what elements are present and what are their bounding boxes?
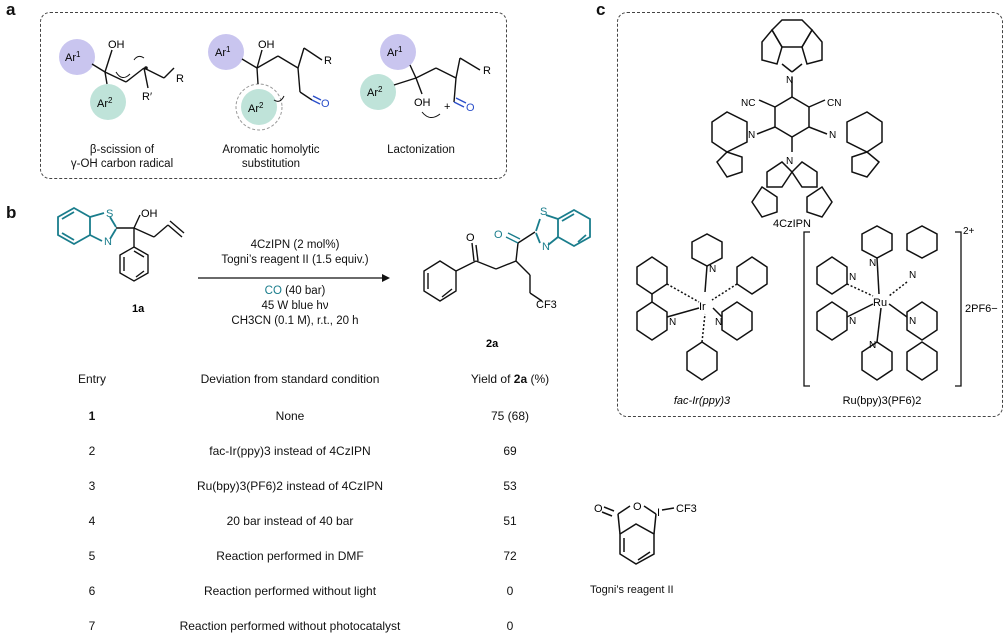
svg-text:Ir: Ir	[699, 301, 706, 313]
svg-text:Ru: Ru	[873, 297, 887, 309]
table-row: 3 Ru(bpy)3(PF6)2 instead of 4CzIPN 53	[88, 479, 517, 493]
svg-text:R: R	[324, 55, 332, 67]
results-table: Entry Deviation from standard condition …	[0, 372, 600, 638]
svg-text:N: N	[786, 75, 793, 86]
panel-a-box	[40, 12, 507, 179]
svg-text:N: N	[542, 241, 550, 253]
header-entry: Entry	[77, 372, 106, 386]
panel-c-structures: N NC CN N N N 4CzIPN Ir N N N fac-Ir(ppy…	[636, 19, 998, 407]
svg-text:OH: OH	[141, 208, 158, 220]
svg-text:R: R	[483, 65, 491, 77]
substrate-label: 1a	[132, 303, 145, 315]
svg-text:Ar2: Ar2	[367, 85, 383, 99]
svg-text:S: S	[540, 206, 547, 218]
panel-letter-c: c	[596, 0, 606, 19]
svg-text:CF3: CF3	[536, 299, 557, 311]
table-row: 1 None 75 (68)	[88, 409, 530, 423]
svg-text:O: O	[594, 503, 603, 515]
product-benzothiazole	[535, 208, 591, 248]
svg-text:O: O	[494, 229, 503, 241]
panel-letter-b: b	[6, 203, 17, 222]
svg-text:Ar1: Ar1	[215, 45, 231, 59]
panel-c-box	[617, 12, 1003, 417]
svg-text:CN: CN	[827, 98, 841, 109]
svg-text:OH: OH	[414, 97, 431, 109]
svg-text:N: N	[909, 270, 916, 281]
svg-text:N: N	[849, 272, 856, 283]
svg-text:N: N	[669, 317, 676, 328]
ru-counterion: 2PF6−	[965, 303, 998, 315]
reaction-arrow	[382, 274, 390, 282]
svg-text:O: O	[466, 232, 475, 244]
svg-text:N: N	[829, 130, 836, 141]
svg-text:Ar1: Ar1	[387, 45, 403, 59]
ir-complex-structure	[636, 233, 768, 381]
svg-text:S: S	[106, 208, 113, 220]
conditions-below: CO (40 bar) 45 W blue hν CH3CN (0.1 M), …	[231, 285, 359, 327]
aryl1-circle	[59, 39, 95, 75]
conditions-above: 4CzIPN (2 mol%) Togni’s reagent II (1.5 …	[221, 239, 369, 266]
panel-letter-a: a	[6, 0, 16, 19]
svg-text:O: O	[466, 102, 475, 114]
product-label: 2a	[486, 338, 499, 350]
svg-text:N: N	[715, 317, 722, 328]
header-yield: Yield of 2a (%)	[470, 372, 550, 386]
svg-text:N: N	[786, 156, 793, 167]
czipn-structure	[711, 19, 883, 218]
table-row: 4 20 bar instead of 40 bar 51	[88, 514, 517, 528]
panel-a-structures: Ar1 Ar2 OH R′ R Ar1 Ar2 OH R O Ar1 A	[59, 34, 491, 131]
svg-text:N: N	[909, 316, 916, 327]
table-header: Entry Deviation from standard condition …	[0, 372, 600, 390]
svg-text:N: N	[849, 316, 856, 327]
svg-text:Ar2: Ar2	[248, 101, 264, 115]
ir-label: fac-Ir(ppy)3	[674, 395, 731, 407]
togni-label: Togni’s reagent II	[590, 584, 674, 596]
czipn-label: 4CzIPN	[773, 218, 811, 230]
substrate-benzothiazole	[57, 206, 117, 246]
table-row: 6 Reaction performed without light 0	[88, 584, 514, 598]
svg-text:OH: OH	[258, 39, 275, 51]
rprime-text-1: R′	[142, 91, 152, 103]
svg-text:N: N	[104, 236, 112, 248]
svg-text:N: N	[869, 340, 876, 351]
svg-text:N: N	[748, 130, 755, 141]
ar1-text-1: Ar1	[65, 50, 81, 64]
svg-text:CF3: CF3	[676, 503, 697, 515]
togni-structure: O O I CF3	[594, 501, 697, 565]
svg-text:I: I	[657, 507, 660, 519]
reaction-scheme: S N OH 1a O O S N CF3 2a	[57, 206, 591, 350]
ru-complex-structure	[816, 225, 938, 381]
header-deviation: Deviation from standard condition	[200, 372, 380, 386]
table-row: 5 Reaction performed in DMF 72	[88, 549, 517, 563]
svg-text:N: N	[709, 264, 716, 275]
r-text-1: R	[176, 73, 184, 85]
svg-text:N: N	[869, 258, 876, 269]
table-row: 7 Reaction performed without photocataly…	[88, 619, 514, 633]
svg-text:+: +	[444, 101, 450, 113]
aryl2-circle	[90, 84, 126, 120]
ru-label: Ru(bpy)3(PF6)2	[843, 395, 922, 407]
ru-bracket	[803, 231, 962, 387]
ar2-text-1: Ar2	[97, 96, 113, 110]
svg-text:O: O	[633, 501, 642, 513]
caption-lactonization: Lactonization	[387, 144, 455, 156]
svg-text:O: O	[321, 98, 330, 110]
svg-text:NC: NC	[741, 98, 755, 109]
oh-text-1: OH	[108, 39, 125, 51]
table-row: 2 fac-Ir(ppy)3 instead of 4CzIPN 69	[88, 444, 517, 458]
ru-charge: 2+	[963, 226, 975, 237]
